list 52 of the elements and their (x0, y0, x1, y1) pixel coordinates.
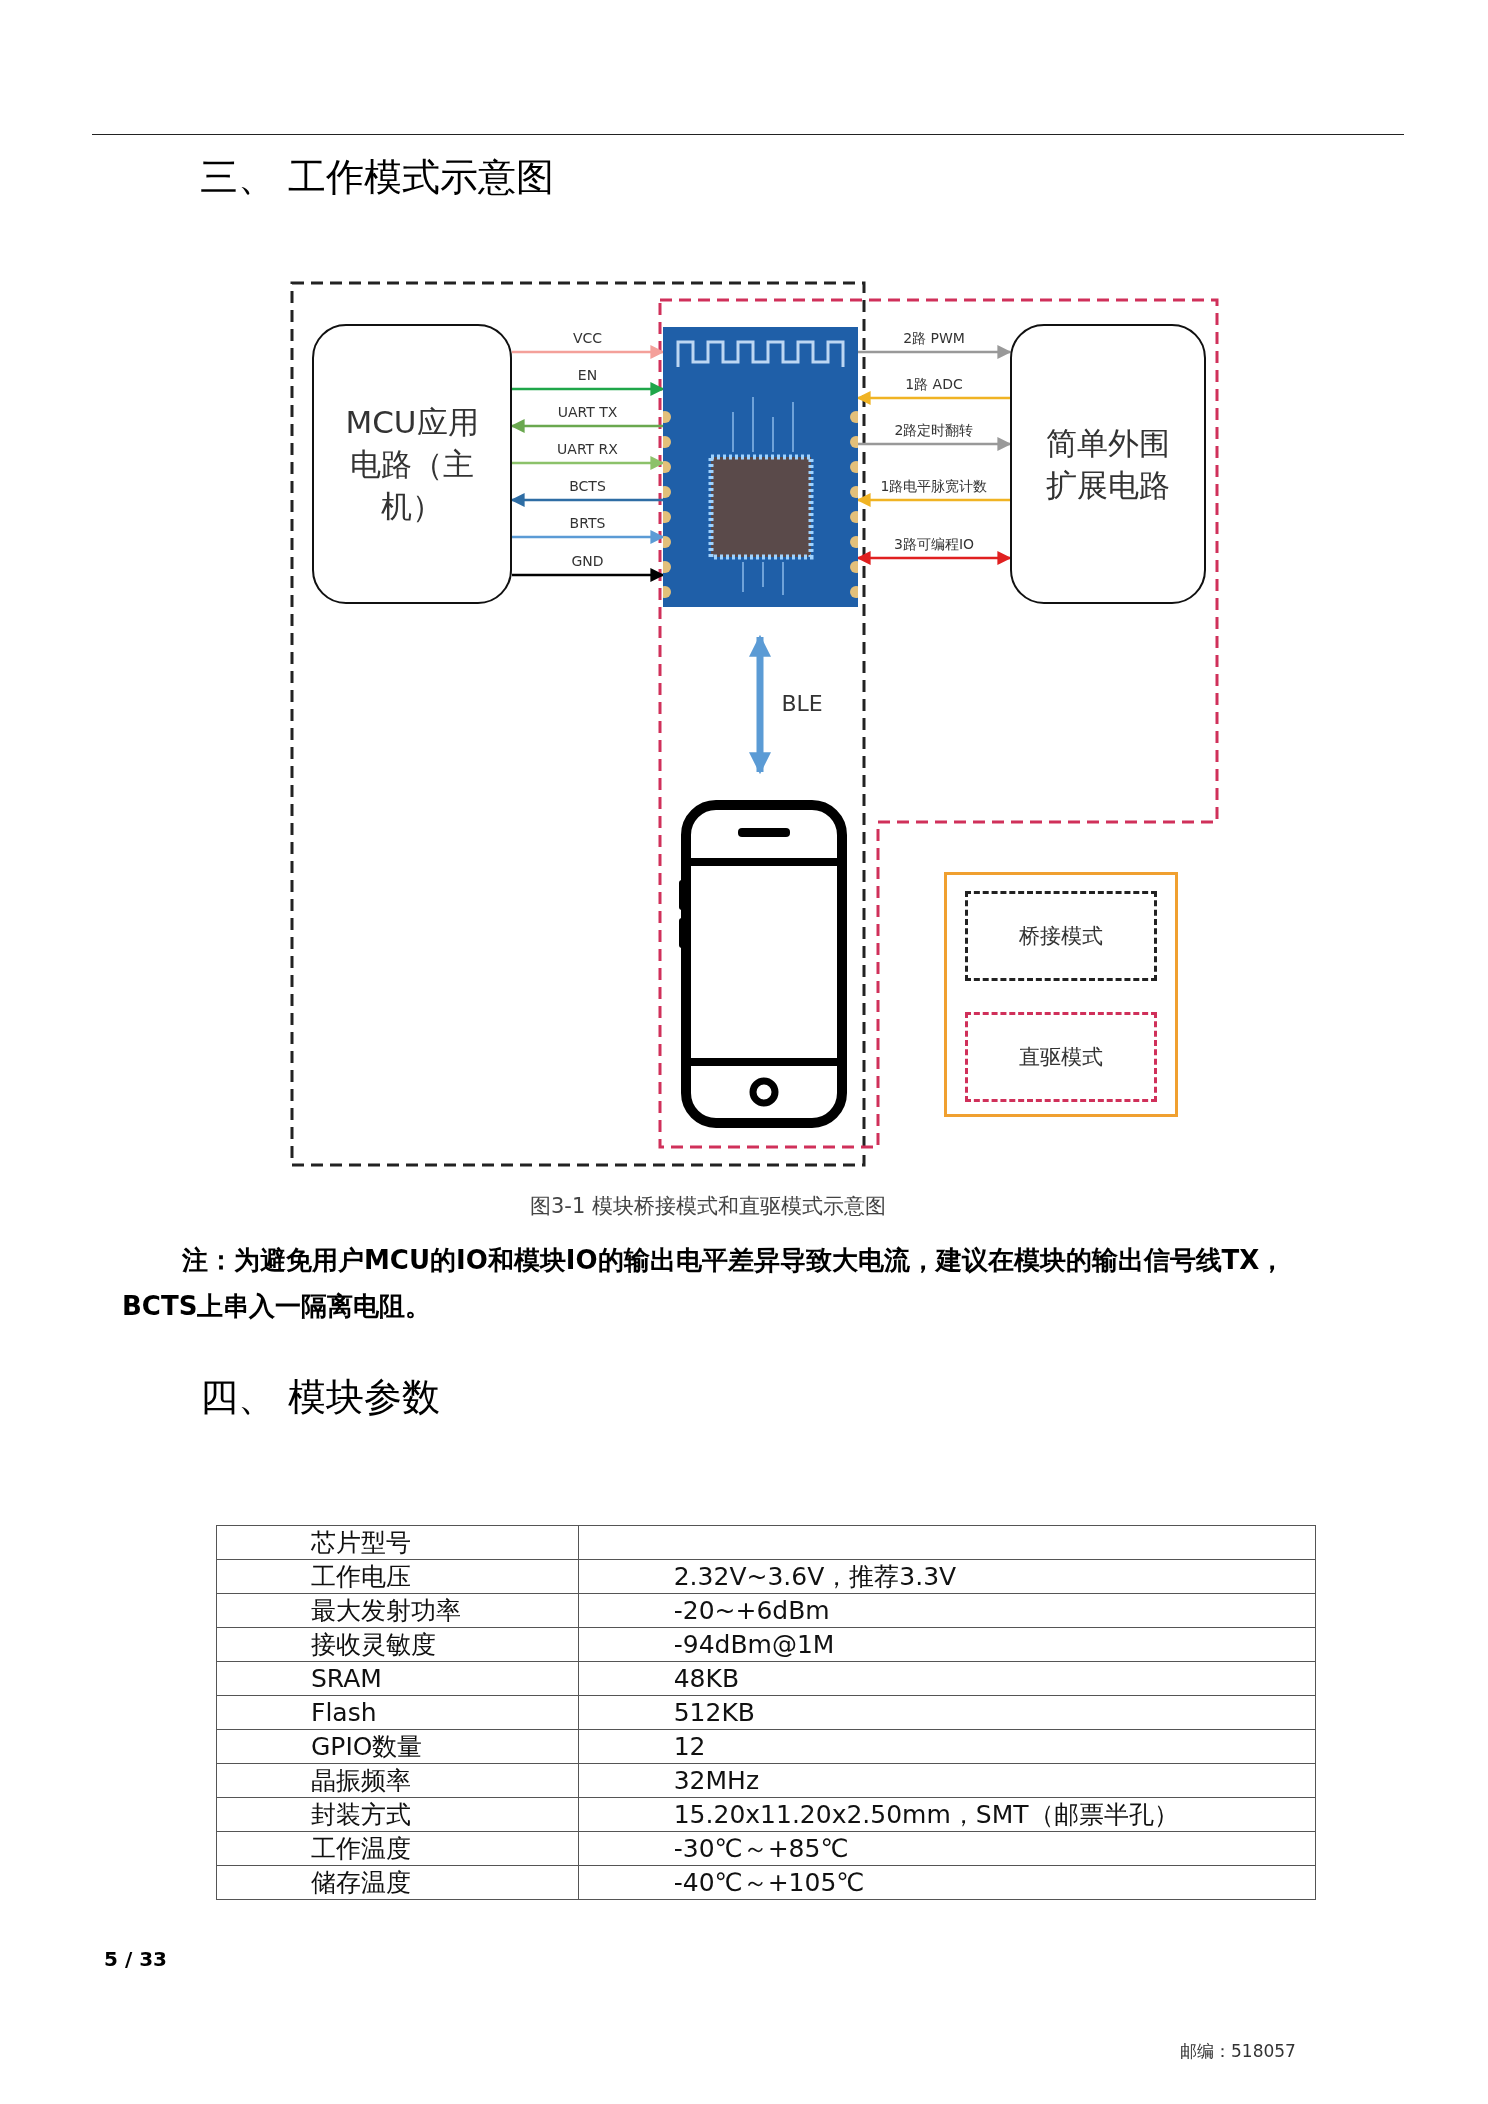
table-cell: -94dBm@1M (578, 1627, 1316, 1662)
arrow (510, 493, 663, 507)
edge-label: UART RX (555, 441, 620, 457)
note-paragraph: 注：为避免用户MCU的IO和模块IO的输出电平差异导致大电流，建议在模块的输出信号线TX，BCTS上串入一隔离电阻。 (122, 1244, 1287, 1323)
figure-caption: 图3-1 模块桥接模式和直驱模式示意图 (530, 1193, 886, 1220)
arrow (512, 568, 665, 582)
table-cell: 48KB (578, 1661, 1316, 1696)
arrow (858, 345, 1012, 359)
table-cell: 储存温度 (216, 1865, 579, 1900)
arrow (512, 382, 665, 396)
table-cell: 芯片型号 (216, 1525, 579, 1560)
edge-label: UART TX (555, 404, 620, 420)
table-cell: 封装方式 (216, 1797, 579, 1832)
table-cell: 工作电压 (216, 1559, 579, 1594)
table-cell: 工作温度 (216, 1831, 579, 1866)
table-cell: Flash (216, 1695, 579, 1730)
table-cell: 最大发射功率 (216, 1593, 579, 1628)
arrow (512, 345, 665, 359)
double-arrow (749, 634, 771, 775)
node-label: 简单外围扩展电路 (1045, 424, 1171, 505)
edge-label: BCTS (567, 478, 608, 494)
node-label: MCU应用电路（主机） (344, 403, 480, 526)
table-cell: GPIO数量 (216, 1729, 579, 1764)
edge-label: 2路定时翻转 (892, 422, 976, 438)
table-cell: 12 (578, 1729, 1316, 1764)
table-cell: 2.32V~3.6V，推荐3.3V (578, 1559, 1316, 1594)
circuit-box (1010, 324, 1206, 604)
footer-text: 邮编：518057 (1180, 2040, 1296, 2063)
section-heading: 三、 工作模式示意图 (200, 154, 555, 201)
arrow (512, 456, 665, 470)
table-cell: 晶振频率 (216, 1763, 579, 1798)
edge-label: 2路 PWM (901, 330, 967, 346)
table-cell: -30℃～+85℃ (578, 1831, 1316, 1866)
arrow (858, 437, 1012, 451)
table-cell: 32MHz (578, 1763, 1316, 1798)
table-cell: -20~+6dBm (578, 1593, 1316, 1628)
legend-text: 桥接模式 (1019, 923, 1103, 950)
edge-label: BRTS (567, 515, 608, 531)
table-cell: 15.20x11.20x2.50mm，SMT（邮票半孔） (578, 1797, 1316, 1832)
table-cell: SRAM (216, 1661, 579, 1696)
table-cell: 接收灵敏度 (216, 1627, 579, 1662)
table-cell: -40℃～+105℃ (578, 1865, 1316, 1900)
edge-label: GND (569, 553, 606, 569)
edge-label: 1路 ADC (903, 376, 965, 392)
page-number: 5 / 33 (104, 1947, 167, 1971)
table-cell: 512KB (578, 1695, 1316, 1730)
arrow (512, 530, 665, 544)
circuit-box (312, 324, 512, 604)
edge-label: VCC (570, 330, 605, 346)
legend-text: 直驱模式 (1019, 1044, 1103, 1071)
arrow (510, 419, 663, 433)
section-heading: 四、 模块参数 (200, 1374, 441, 1421)
